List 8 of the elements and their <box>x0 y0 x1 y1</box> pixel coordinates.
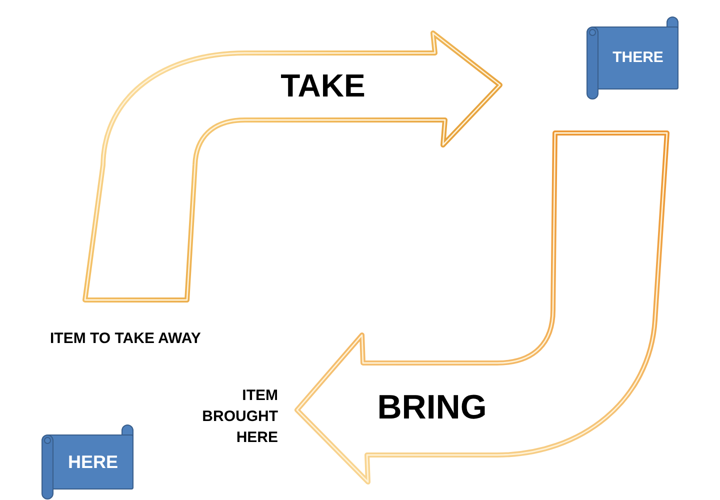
scroll-label: HERE <box>68 452 118 472</box>
bent-block-arrow <box>294 130 670 485</box>
arrow-label: BRING <box>377 389 487 427</box>
arrow-label: TAKE <box>280 68 366 104</box>
bent-block-arrow <box>82 30 503 303</box>
text-label: ITEM TO TAKE AWAY <box>50 329 201 349</box>
text-label: ITEM BROUGHT HERE <box>201 386 278 448</box>
scroll-label: THERE <box>612 49 664 67</box>
